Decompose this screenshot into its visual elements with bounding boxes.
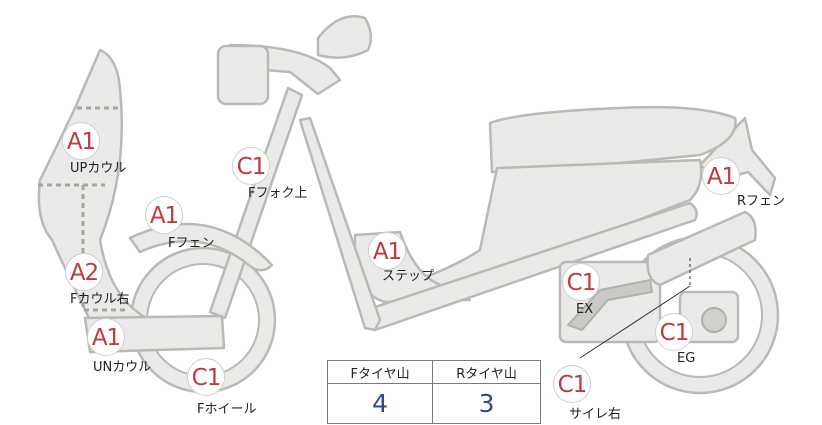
tire-table-value-row: 4 3 xyxy=(326,383,541,424)
label-up-cowl: UPカウル xyxy=(70,161,127,176)
grade-marker-muffler-r: C1 xyxy=(553,365,591,403)
rear-tire-header: Rタイヤ山 xyxy=(432,360,541,384)
muffler-leader-line xyxy=(579,285,691,359)
front-tire-value: 4 xyxy=(326,383,434,424)
front-fender-shape xyxy=(128,222,274,272)
grade-marker-ex: C1 xyxy=(562,263,600,301)
grade-marker-f-fender: A1 xyxy=(145,196,183,234)
engine-hub xyxy=(701,307,727,333)
grade-marker-eg: C1 xyxy=(655,313,693,351)
grade-marker-f-cowl-r: A2 xyxy=(65,253,103,291)
grade-marker-r-fender: A1 xyxy=(702,157,740,195)
grade-marker-up-cowl: A1 xyxy=(62,122,100,160)
exhaust-pipe xyxy=(566,278,654,332)
label-f-cowl-r: Fカウル右 xyxy=(70,292,130,307)
seat-shape xyxy=(488,105,737,174)
label-f-fork-up: Fフォク上 xyxy=(248,186,308,201)
label-un-cowl: UNカウル xyxy=(93,360,152,375)
front-tire-header: Fタイヤ山 xyxy=(326,360,434,384)
label-step: ステップ xyxy=(382,269,435,284)
label-muffler-r: サイレ右 xyxy=(569,407,622,422)
label-f-fender: Fフェン xyxy=(168,236,215,251)
frame-rail-main xyxy=(298,116,382,332)
rear-tire-value: 3 xyxy=(432,383,541,424)
muffler-shape xyxy=(646,210,757,287)
headlight-shape xyxy=(216,44,270,106)
label-f-wheel: Fホイール xyxy=(197,402,257,417)
windscreen-shape xyxy=(316,15,373,59)
label-r-fender: Rフェン xyxy=(737,194,786,209)
tire-tread-table: Fタイヤ山 Rタイヤ山 4 3 xyxy=(326,360,541,424)
label-eg: EG xyxy=(677,351,696,366)
grade-marker-f-wheel: C1 xyxy=(187,358,225,396)
grade-marker-step: A1 xyxy=(368,232,406,270)
tire-table-header-row: Fタイヤ山 Rタイヤ山 xyxy=(326,360,541,384)
label-ex: EX xyxy=(576,302,594,317)
cowl-section-guide xyxy=(38,106,125,312)
frame-rail-upper xyxy=(358,201,698,332)
grade-marker-f-fork-up: C1 xyxy=(232,147,270,185)
grade-marker-un-cowl: A1 xyxy=(87,318,125,356)
